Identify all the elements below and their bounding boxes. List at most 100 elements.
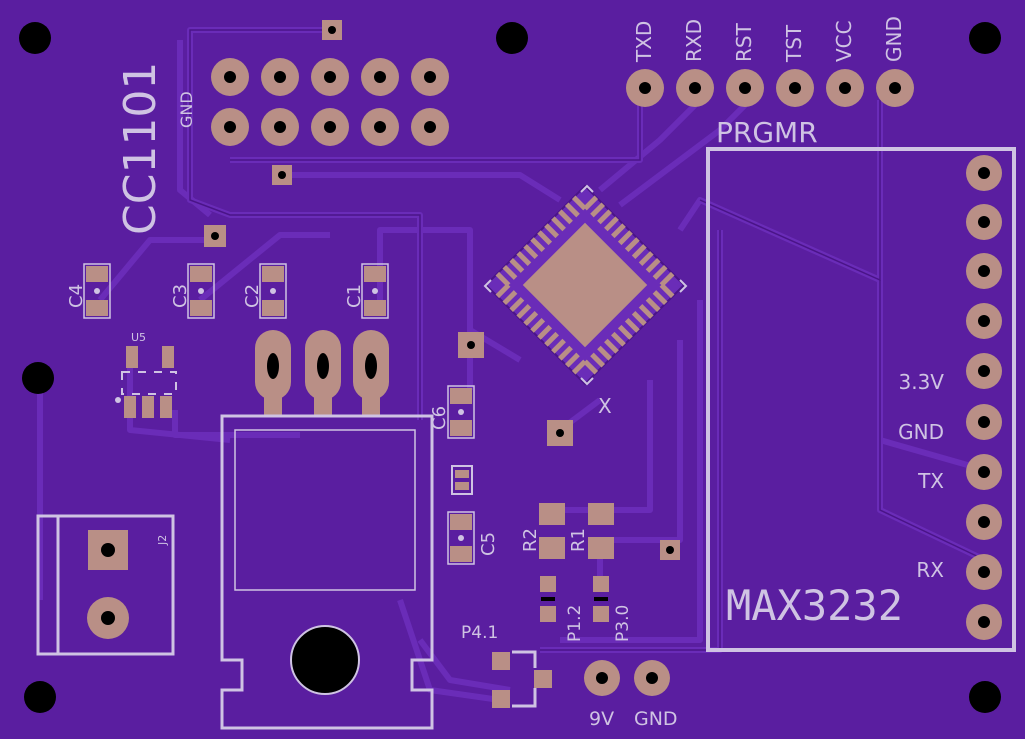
cap-c6-label: C6 — [429, 406, 450, 430]
capacitor-c2 — [259, 263, 287, 319]
prgmr-pin-txd: TXD — [632, 21, 656, 63]
prgmr-pin-vcc: VCC — [832, 20, 856, 62]
regulator-tab-outline — [234, 429, 416, 591]
mcu-pin-pad — [604, 338, 619, 354]
mcu-pin-pad — [583, 359, 599, 375]
prgmr-pin-gnd: GND — [882, 16, 906, 62]
mcu-pin-pad — [597, 345, 612, 361]
mcu-pin-pad — [631, 244, 647, 259]
prgmr-label: PRGMR — [716, 116, 818, 149]
cap-c3-label: C3 — [170, 284, 191, 308]
testpad-p30-label: P3.0 — [613, 605, 633, 642]
mcu-pin-pad — [564, 352, 580, 368]
capacitor-c1 — [361, 263, 389, 319]
mcu-pin-pad — [523, 311, 539, 326]
max3232-label: MAX3232 — [726, 581, 903, 630]
mcu-pin-pad — [558, 345, 573, 361]
mounting-hole — [22, 362, 54, 394]
mcu-pin-pad — [645, 258, 661, 273]
connector-j2 — [36, 514, 175, 656]
power-gnd-label: GND — [634, 708, 678, 730]
mcu-pin-pad — [551, 338, 566, 354]
mcu-pin-pad — [611, 223, 626, 239]
cc1101-label: CC1101 — [115, 62, 166, 235]
prgmr-pin-rxd: RXD — [682, 19, 706, 62]
max3232-pin-gnd: GND — [898, 420, 944, 444]
testpad-p12-label: P1.2 — [565, 605, 585, 642]
p41-component — [492, 650, 552, 708]
power-header — [584, 660, 670, 696]
mcu-pin-pad — [502, 264, 518, 280]
resistor-r1-label: R1 — [568, 528, 589, 552]
mcu-pin-pad — [537, 230, 553, 246]
mcu-pin-pad — [551, 216, 566, 232]
max3232-outline — [706, 147, 1016, 652]
j2-label: J2 — [156, 535, 169, 546]
mcu-pin-pad — [590, 352, 606, 368]
small-component — [451, 465, 473, 495]
resistor-r2-label: R2 — [520, 528, 541, 552]
mcu-pin-pad — [583, 195, 599, 211]
mcu-pin-pad — [645, 297, 661, 312]
regulator-u5 — [115, 346, 177, 418]
mounting-hole — [969, 22, 1001, 54]
mcu-pin-pad — [530, 237, 546, 253]
mounting-hole — [969, 681, 1001, 713]
cap-c1-label: C1 — [344, 284, 365, 308]
mounting-hole — [24, 681, 56, 713]
mcu-pin-pad — [638, 304, 654, 319]
mcu-pin-pad — [564, 202, 580, 218]
mcu-pin-pad — [495, 283, 511, 299]
regulator-mounting-hole — [290, 625, 360, 695]
mcu-pin-pad — [495, 271, 511, 287]
cap-c2-label: C2 — [242, 284, 263, 308]
mcu-pin-pad — [659, 271, 675, 287]
cap-c4-label: C4 — [66, 284, 87, 308]
testpad-p30 — [593, 576, 609, 622]
mcu-pin-pad — [544, 331, 559, 347]
mcu-pin-pad — [502, 290, 518, 306]
crystal-x-label: X — [598, 394, 612, 418]
mcu-pin-pad — [659, 283, 675, 299]
capacitor-c6 — [447, 385, 475, 439]
prgmr-pin-tst: TST — [782, 24, 806, 63]
mounting-hole — [496, 22, 528, 54]
mcu-pin-pad — [604, 216, 619, 232]
max3232-pin-tx: TX — [917, 469, 944, 493]
mcu-pin-pad — [624, 317, 640, 333]
mcu-pin-pad — [509, 258, 525, 273]
mcu-pin-pad — [617, 230, 633, 246]
resistor-r1 — [588, 503, 614, 559]
mcu-pin-pad — [652, 264, 668, 280]
cc1101-header — [211, 58, 449, 146]
mounting-hole — [19, 22, 51, 54]
regulator-outline — [220, 414, 434, 730]
mcu-pin-pad — [652, 290, 668, 306]
power-9v-label: 9V — [589, 708, 614, 730]
mcu-pin-pad — [516, 304, 532, 319]
capacitor-c3 — [187, 263, 215, 319]
mounting-holes — [19, 22, 1001, 713]
mcu-pin-pad — [597, 209, 612, 225]
mcu-pin-pad — [571, 195, 587, 211]
mcu-pin-pad — [516, 251, 532, 266]
mcu-pin-pad — [631, 311, 647, 326]
mcu-qfn — [484, 184, 686, 386]
prgmr-pin-rst: RST — [732, 22, 756, 62]
resistor-r2 — [539, 503, 565, 559]
capacitor-c5 — [447, 511, 475, 565]
max3232-pin-3v3: 3.3V — [899, 370, 945, 394]
mcu-pin-pad — [537, 324, 553, 340]
cap-c5-label: C5 — [478, 532, 499, 556]
mcu-pin-pad — [571, 359, 587, 375]
mcu-pin-pad — [523, 244, 539, 259]
testpad-p12 — [540, 576, 556, 622]
u5-label: U5 — [131, 331, 146, 344]
mcu-thermal-pad — [522, 222, 648, 348]
capacitor-c4 — [83, 263, 111, 319]
mcu-pin-pad — [509, 297, 525, 312]
mcu-pin-pad — [638, 251, 654, 266]
